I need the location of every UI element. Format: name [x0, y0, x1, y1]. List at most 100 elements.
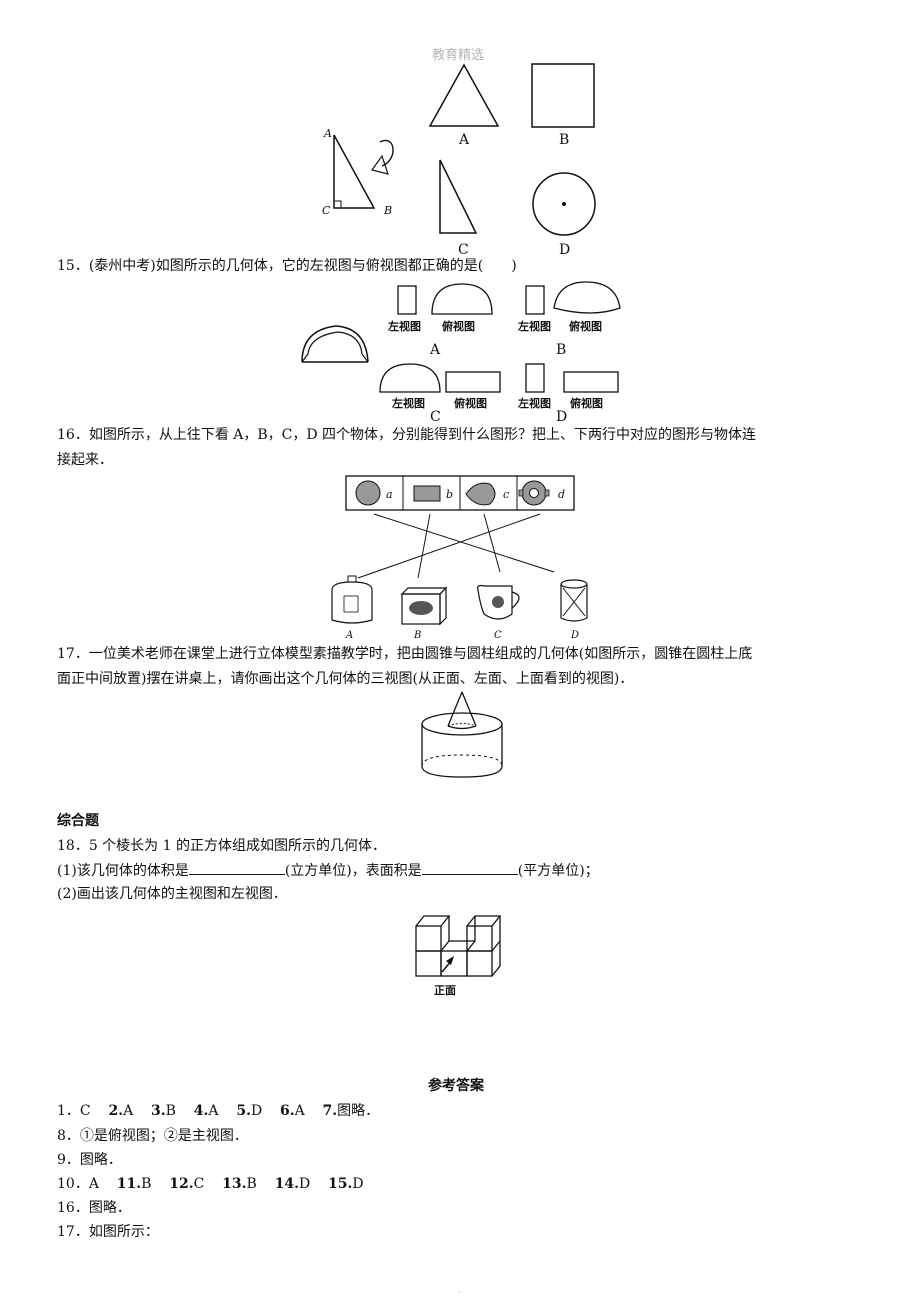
- half-cylinder-edge: [361, 353, 369, 363]
- answer-4: 4.A: [193, 1103, 219, 1119]
- cube-right-side: [491, 916, 501, 977]
- option-c-top-label: 俯视图: [454, 396, 487, 410]
- answer-9: 9．图略．: [57, 1152, 122, 1168]
- object-label-d: D: [570, 630, 579, 641]
- cube-edge: [466, 940, 476, 952]
- answer-16: 16．图略．: [57, 1200, 131, 1216]
- object-d-cylinder: [560, 579, 588, 622]
- q17-question-line2: 面正中间放置)摆在讲桌上，请你画出这个几何体的三视图(从正面、左面、上面看到的视…: [57, 671, 634, 687]
- option-a-top-view: [431, 283, 493, 315]
- object-c-pitcher: [477, 584, 520, 620]
- option-c-left-label: 左视图: [391, 396, 425, 410]
- front-arrow-head: [446, 956, 454, 965]
- footer-dot: .: [458, 1286, 461, 1295]
- option-d-circle: [532, 172, 596, 236]
- front-view-label: 正面: [434, 984, 456, 997]
- circle-center-dot: [562, 202, 566, 206]
- label-vertex-c: C: [322, 204, 331, 217]
- cube-front-bottom-middle: [440, 950, 468, 977]
- shape-label-d: d: [558, 488, 565, 501]
- option-a-triangle: [428, 63, 500, 127]
- answer-17: 17．如图所示：: [57, 1224, 159, 1240]
- object-label-a: A: [345, 630, 353, 641]
- answer-2: 2.A: [108, 1103, 134, 1119]
- cube-top-right-face: [466, 915, 502, 927]
- shape-d-tab: [518, 489, 524, 497]
- watermark: 教育精选: [432, 48, 485, 63]
- right-angle-marker: [333, 200, 342, 209]
- q17-question-line1: 17．一位美术老师在课堂上进行立体模型素描教学时，把由圆锥与圆柱组成的几何体(如…: [57, 646, 753, 662]
- q16-question-line1: 16．如图所示，从上往下看 A，B，C，D 四个物体，分别能得到什么图形？把上、…: [57, 427, 757, 443]
- shape-label-c: c: [503, 488, 509, 501]
- cylinder-top-ellipse: [421, 712, 503, 736]
- cone-base-front: [447, 725, 477, 730]
- option-c-top-view: [445, 371, 501, 393]
- shape-c-pitcher-top: [465, 482, 496, 506]
- q15-option-b: B: [556, 342, 566, 358]
- cone-right-edge: [461, 691, 477, 727]
- rotation-arrow-head: [370, 154, 389, 175]
- answer-10: 10．A: [57, 1176, 99, 1192]
- object-label-c: C: [494, 630, 502, 641]
- cube-front-top-left: [415, 925, 442, 952]
- rotating-right-triangle: [333, 134, 376, 209]
- q18-part1-middle: (立方单位)，表面积是: [284, 863, 422, 879]
- cube-front-top-right: [466, 925, 493, 952]
- option-a-left-label: 左视图: [387, 319, 421, 333]
- cone-base-back: [447, 723, 477, 727]
- object-b-box: [400, 586, 448, 626]
- option-label-a: A: [458, 132, 470, 148]
- half-cylinder-top: [307, 331, 363, 355]
- option-d-top-label: 俯视图: [570, 396, 603, 410]
- q18-question-line2: (1)该几何体的体积是 (立方单位)，表面积是 (平方单位)；: [57, 860, 599, 881]
- option-c-triangle: [439, 159, 478, 234]
- q18-cubes-figure: 正面: [415, 915, 502, 997]
- option-d-top-view: [563, 371, 619, 393]
- cylinder-bottom-back: [421, 754, 503, 767]
- rotation-arrow-icon: [379, 139, 394, 167]
- surface-area-answer-blank[interactable]: [421, 860, 518, 875]
- volume-answer-blank[interactable]: [188, 860, 285, 875]
- connection-line: [417, 513, 431, 579]
- option-a-top-label: 俯视图: [442, 319, 475, 333]
- label-vertex-b: B: [383, 204, 392, 217]
- shape-a-circle: [355, 480, 381, 506]
- cube-gap-back: [448, 916, 476, 942]
- cube-front-bottom-left: [415, 950, 442, 977]
- cube-edge: [491, 940, 501, 952]
- answer-12: 12.C: [169, 1176, 205, 1192]
- option-d-left-view: [525, 363, 545, 393]
- label-vertex-a: A: [323, 127, 332, 140]
- object-label-b: B: [413, 630, 421, 641]
- q15-option-d: D: [556, 409, 567, 425]
- answer-6: 6.A: [279, 1103, 305, 1119]
- option-label-d: D: [559, 242, 570, 258]
- option-d-left-label: 左视图: [517, 396, 551, 410]
- q18-question-line3: (2)画出该几何体的主视图和左视图．: [57, 886, 287, 902]
- option-b-top-view: [553, 281, 621, 314]
- answers-title: 参考答案: [428, 1078, 484, 1094]
- option-label-c: C: [458, 242, 469, 258]
- q15-option-c: C: [430, 409, 441, 425]
- shape-b-rectangle: [413, 485, 441, 502]
- answer-5: 5.D: [236, 1103, 263, 1119]
- cube-edge: [440, 940, 450, 952]
- answer-8: 8．①是俯视图；②是主视图．: [57, 1128, 248, 1144]
- q18-part1-suffix: (平方单位)；: [517, 863, 599, 879]
- answer-13: 13.B: [222, 1176, 257, 1192]
- section-title: 综合题: [57, 813, 99, 829]
- q16-question-line2: 接起来．: [57, 452, 113, 468]
- shape-label-a: a: [386, 488, 393, 501]
- option-b-top-label: 俯视图: [569, 319, 602, 333]
- q18-part1-prefix: (1)该几何体的体积是: [57, 863, 189, 879]
- half-cylinder-solid: [301, 325, 369, 363]
- shape-d-hole: [529, 488, 539, 498]
- answers-row-10: 10．A 11.B 12.C 13.B 14.D 15.D: [57, 1174, 364, 1194]
- cube-front-bottom-right: [466, 950, 493, 977]
- q17-cone-cylinder-figure: [421, 691, 503, 778]
- connection-line: [483, 513, 501, 573]
- answer-1: 1．C: [57, 1103, 91, 1119]
- option-b-left-label: 左视图: [517, 319, 551, 333]
- answer-7: 7.图略．: [322, 1103, 380, 1119]
- answer-14: 14.D: [274, 1176, 311, 1192]
